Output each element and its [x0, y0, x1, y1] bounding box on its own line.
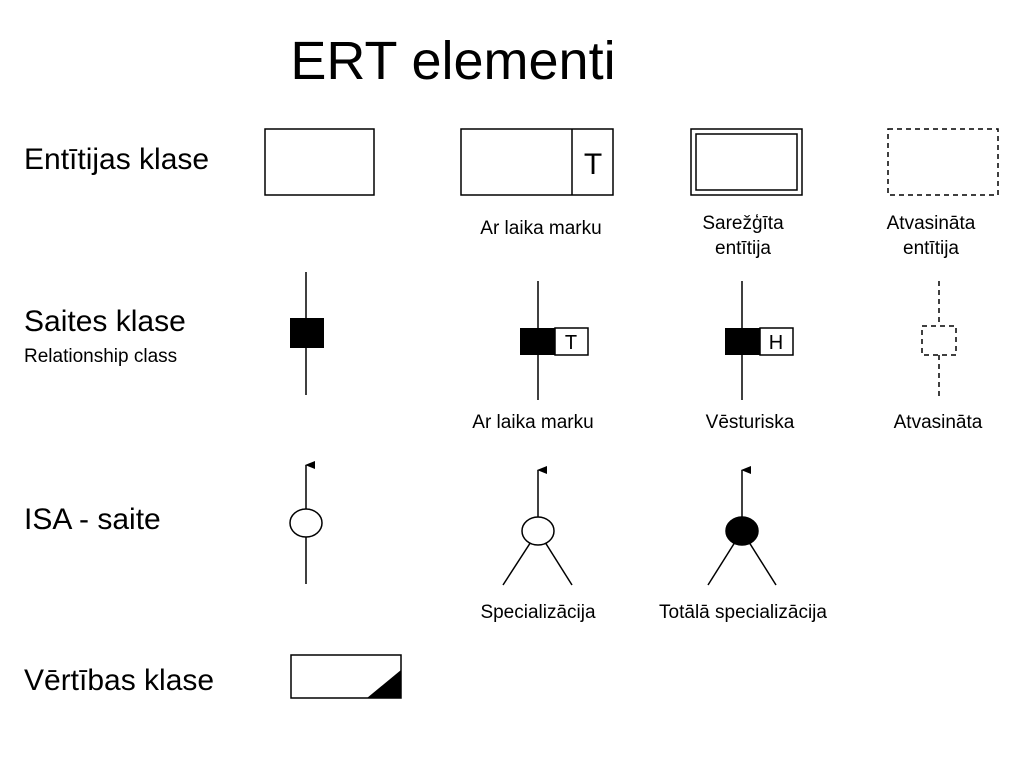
relationship-symbol	[290, 272, 324, 395]
historical-marker-relationship: H	[769, 332, 783, 354]
caption-derived-entity: Atvasināta entītija	[886, 213, 976, 259]
temporal-marker-entity: T	[584, 148, 602, 181]
caption-derived-relationship: Atvasināta	[893, 412, 983, 433]
temporal-marker-relationship: T	[565, 332, 577, 354]
page-title: ERT elementi	[290, 31, 616, 91]
row-label-value: Vērtības klase	[24, 664, 215, 697]
caption-specialization: Specializācija	[480, 602, 596, 623]
complex-entity-symbol	[690, 128, 803, 196]
temporal-relationship-symbol: T	[520, 281, 589, 400]
caption-historical-relationship: Vēsturiska	[705, 412, 795, 433]
historical-relationship-symbol: H	[725, 281, 794, 400]
row-sublabel-relationship: Relationship class	[24, 346, 178, 367]
derived-entity-symbol	[887, 128, 999, 196]
caption-temporal-relationship: Ar laika marku	[472, 412, 594, 433]
row-label-relationship: Saites klase	[24, 305, 186, 338]
caption-total-specialization: Totālā specializācija	[659, 602, 827, 623]
row-label-entity: Entītijas klase	[24, 143, 210, 176]
isa-symbol	[289, 461, 323, 584]
row-label-isa: ISA - saite	[24, 503, 161, 536]
caption-temporal-entity: Ar laika marku	[480, 218, 602, 239]
temporal-entity-symbol: T	[460, 128, 614, 196]
value-class-symbol	[290, 654, 402, 699]
specialization-symbol	[502, 466, 573, 586]
entity-symbol	[264, 128, 375, 196]
derived-relationship-symbol	[921, 281, 957, 400]
total-specialization-symbol	[707, 466, 777, 586]
caption-complex-entity: Sarežģīta entītija	[702, 213, 784, 259]
